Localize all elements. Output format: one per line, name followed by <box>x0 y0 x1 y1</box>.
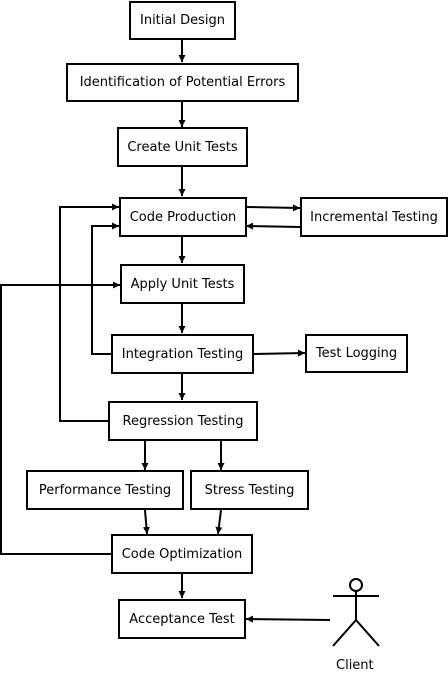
edge-incremental-to-code-production <box>245 222 301 230</box>
node-code-optimization: Code Optimization <box>111 534 253 574</box>
node-create-unit-tests: Create Unit Tests <box>117 127 248 167</box>
node-apply-unit-tests: Apply Unit Tests <box>120 264 245 304</box>
node-identification-of-potential-errors: Identification of Potential Errors <box>66 63 299 102</box>
edge-code-production-to-incremental <box>245 204 301 212</box>
node-test-logging: Test Logging <box>305 334 408 373</box>
node-incremental-testing: Incremental Testing <box>300 197 448 237</box>
node-code-production: Code Production <box>119 197 247 237</box>
client-actor-icon <box>332 578 380 647</box>
edge-performance-to-optimization <box>142 509 150 535</box>
client-actor-label: Client <box>336 658 374 673</box>
edge-client-to-acceptance <box>245 615 331 623</box>
edge-optimization-feedback <box>0 281 120 555</box>
node-regression-testing: Regression Testing <box>108 401 258 441</box>
edge-integration-to-test-logging <box>253 349 306 357</box>
node-integration-testing: Integration Testing <box>111 334 254 374</box>
node-performance-testing: Performance Testing <box>26 470 184 510</box>
edge-stress-to-optimization <box>215 509 223 535</box>
edge-integration-feedback <box>91 222 119 355</box>
node-stress-testing: Stress Testing <box>190 470 309 510</box>
node-acceptance-test: Acceptance Test <box>118 599 246 639</box>
edge-regression-feedback <box>59 203 119 422</box>
node-initial-design: Initial Design <box>129 1 236 40</box>
